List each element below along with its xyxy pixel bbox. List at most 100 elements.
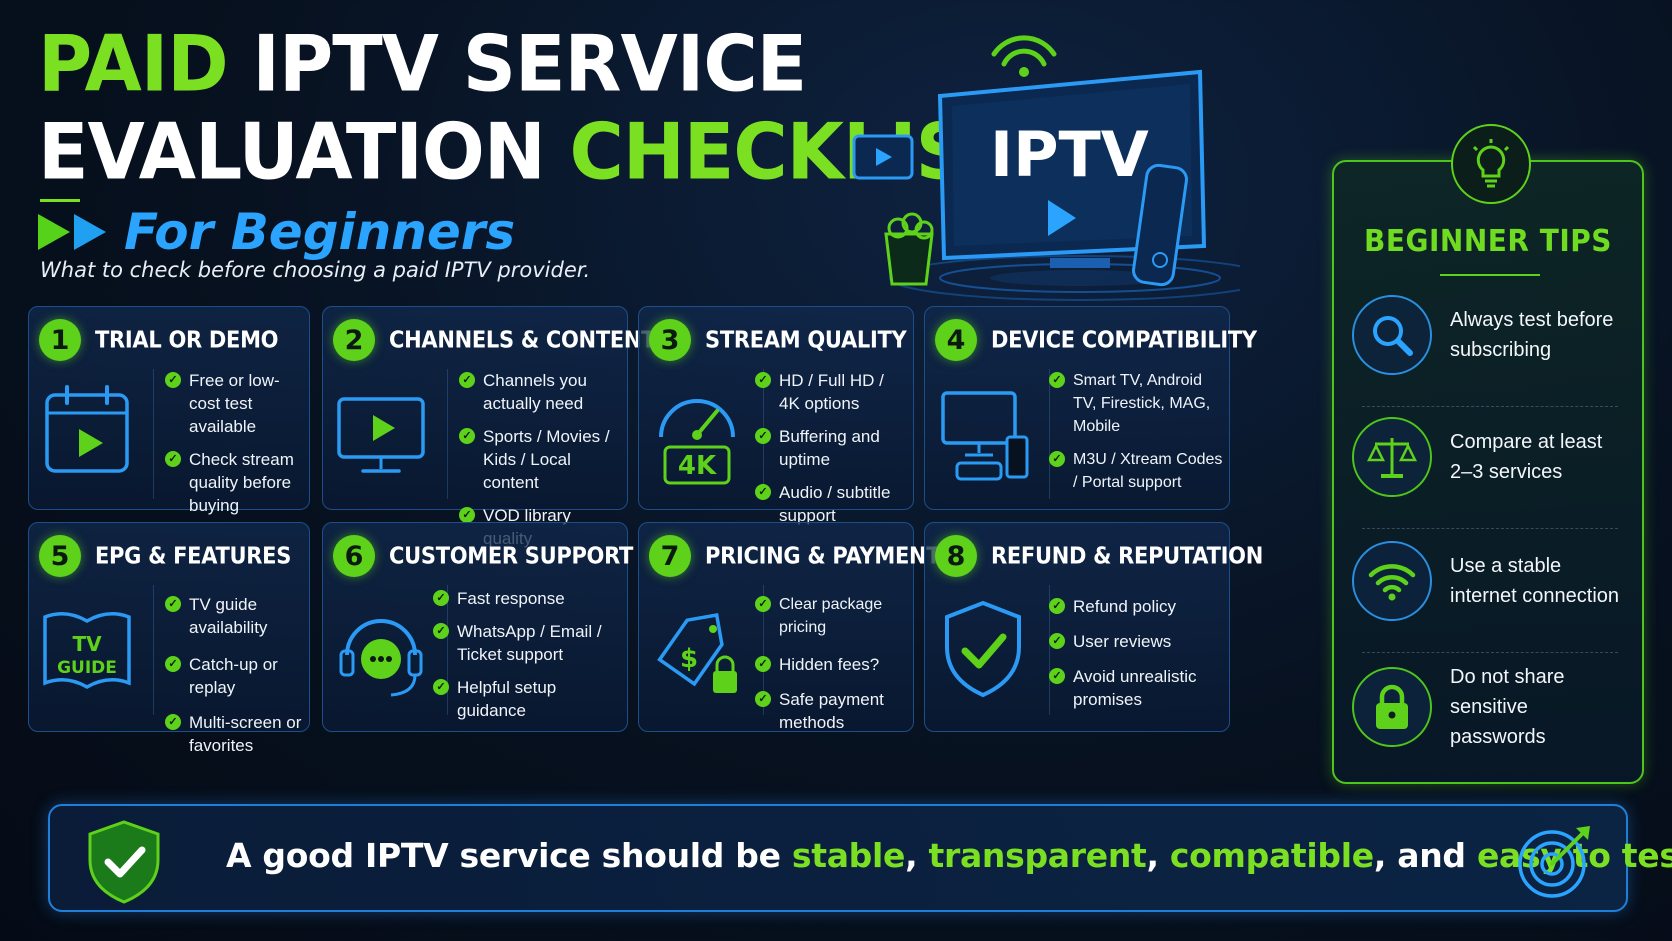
list-item: Channels you actually need [459,369,621,415]
card-number: 6 [333,535,375,577]
speedometer-4k-icon: 4K [649,377,745,487]
list-item: Audio / subtitle support [755,481,907,527]
search-icon [1352,295,1432,375]
title-accent-paid: PAID [38,18,229,110]
target-icon [1516,824,1592,900]
shield-check-icon [935,593,1031,703]
card-items: Free or low-cost test available Check st… [165,369,303,527]
subtitle-row: For Beginners [38,200,515,264]
tip-separator [1362,528,1618,529]
tip-item: Compare at least 2–3 services [1352,412,1628,502]
card-title: TRIAL OR DEMO [95,327,279,353]
card-refund-reputation: 8 REFUND & REPUTATION Refund policy User … [924,522,1263,732]
list-item: Check stream quality before buying [165,448,303,517]
card-title: STREAM QUALITY [705,327,907,353]
list-item: Clear package pricing [755,593,907,639]
list-item: Buffering and uptime [755,425,907,471]
lock-icon [1352,667,1432,747]
tv-screen-label: IPTV [990,118,1149,191]
card-number: 7 [649,535,691,577]
summary-and: , and [1373,836,1477,875]
card-title: EPG & FEATURES [95,543,292,569]
list-item: M3U / Xtream Codes / Portal support [1049,448,1223,494]
title-underline [40,199,80,202]
card-items: Smart TV, Android TV, Firestick, MAG, Mo… [1049,369,1223,504]
summary-text: A good IPTV service should be stable, tr… [226,836,1672,875]
card-divider [153,585,154,715]
card-title: PRICING & PAYMENT [705,543,941,569]
fast-forward-icon [38,214,106,250]
card-number: 4 [935,319,977,361]
card-trial-or-demo: 1 TRIAL OR DEMO Free or low-cost test ava… [28,306,310,515]
tagline: What to check before choosing a paid IPT… [40,258,591,282]
list-item: Refund policy [1049,595,1223,618]
tip-item: Do not share sensitive passwords [1352,662,1628,752]
shield-check-icon [86,820,162,904]
devices-icon [935,377,1031,487]
card-number: 8 [935,535,977,577]
card-title: CHANNELS & CONTENT [389,327,656,353]
summary-word-transparent: transparent [928,836,1147,875]
list-item: HD / Full HD / 4K options [755,369,907,415]
list-item: Free or low-cost test available [165,369,303,438]
tip-item: Use a stable internet connection [1352,536,1628,626]
card-title: DEVICE COMPATIBILITY [991,327,1257,353]
tv-guide-line2: GUIDE [57,658,117,678]
list-item: Sports / Movies / Kids / Local content [459,425,621,494]
list-item: Multi-screen or favorites [165,711,303,757]
scales-icon [1352,417,1432,497]
card-title: CUSTOMER SUPPORT [389,543,634,569]
tips-title: BEGINNER TIPS [1364,222,1612,259]
tv-illustration-icon [852,35,1271,301]
list-item: Hidden fees? [755,653,907,676]
title-line2: EVALUATION [38,107,570,198]
4k-badge: 4K [678,451,717,481]
card-pricing-payment: 7 PRICING & PAYMENT $ Clear package prici… [638,522,941,732]
card-items: Refund policy User reviews Avoid unreali… [1049,595,1223,721]
tip-text: Do not share sensitive passwords [1450,666,1565,748]
card-number: 3 [649,319,691,361]
calendar-play-icon [39,377,135,487]
list-item: Smart TV, Android TV, Firestick, MAG, Mo… [1049,369,1223,438]
lightbulb-icon [1451,124,1531,204]
summary-lead: A good IPTV service should be [226,836,792,875]
summary-banner: A good IPTV service should be stable, tr… [48,804,1672,912]
price-tag-lock-icon: $ [649,593,745,703]
tip-separator [1362,406,1618,407]
list-item: WhatsApp / Email / Ticket support [433,620,621,666]
tip-item: Always test before subscribing [1352,290,1628,380]
monitor-play-icon [333,377,429,487]
card-title: REFUND & REPUTATION [991,543,1263,569]
card-stream-quality: 3 STREAM QUALITY 4K HD / Full HD / 4K opt… [638,306,914,525]
subtitle: For Beginners [124,203,516,261]
list-item: Avoid unrealistic promises [1049,665,1223,711]
card-items: HD / Full HD / 4K options Buffering and … [755,369,907,537]
svg-text:$: $ [680,644,698,674]
card-divider [153,369,154,499]
tip-separator [1362,652,1618,653]
card-items: Fast response WhatsApp / Email / Ticket … [433,587,621,732]
list-item: Helpful setup guidance [433,676,621,722]
summary-comma: , [1146,836,1170,875]
list-item: TV guide availability [165,593,303,639]
card-items: Clear package pricing Hidden fees? Safe … [755,593,907,744]
list-item: Catch-up or replay [165,653,303,699]
card-number: 1 [39,319,81,361]
wifi-icon [1352,541,1432,621]
headset-chat-icon [333,593,429,703]
card-device-compatibility: 4 DEVICE COMPATIBILITY Smart TV, Android … [924,306,1257,510]
summary-word-stable: stable [791,836,906,875]
card-customer-support: 6 CUSTOMER SUPPORT Fast response WhatsApp… [322,522,633,732]
tip-text: Always test before subscribing [1450,309,1614,361]
summary-comma: , [905,836,929,875]
card-number: 5 [39,535,81,577]
hero-illustration: IPTV [820,20,1271,310]
tv-guide-line1: TV [72,632,102,656]
list-item: User reviews [1049,630,1223,653]
card-divider [763,585,764,715]
title-line1: IPTV SERVICE [227,18,807,110]
beginner-tips-panel: BEGINNER TIPS Always test before subscri… [1332,124,1644,784]
list-item: Safe payment methods [755,688,907,734]
